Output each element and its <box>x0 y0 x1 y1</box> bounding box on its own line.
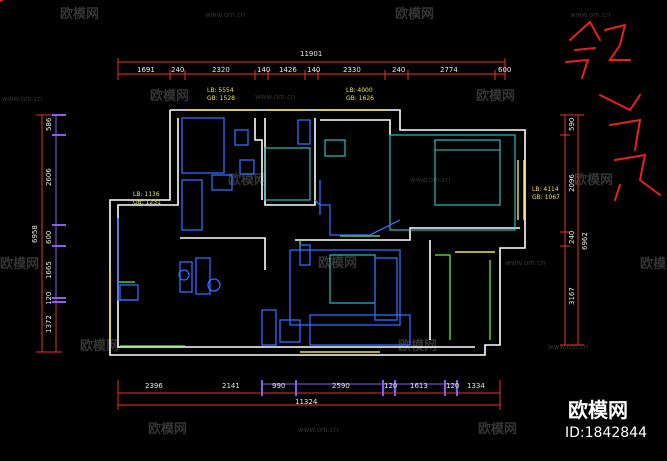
handwritten-annotation: 领资 <box>0 0 661 201</box>
watermark-brand: 欧模网 <box>148 421 187 437</box>
dim-label: 2320 <box>212 66 230 74</box>
dim-label: 140 <box>257 66 270 74</box>
dim-label: 600 <box>45 231 53 244</box>
bottom-total-dimension: 11324 <box>295 398 318 406</box>
room-label-text: LB: 5554 <box>207 87 234 94</box>
right-segment-labels: 590 2096 240 3167 <box>568 118 576 305</box>
room-label-text: GB: 1528 <box>207 95 235 102</box>
dim-label: 2096 <box>568 174 576 192</box>
room-label-text: LB: 4000 <box>346 87 373 94</box>
room-label-4: LB: 4114 GB: 1067 <box>532 186 560 201</box>
dim-label: 1372 <box>45 315 53 333</box>
room-label-text: GB: 1626 <box>346 95 374 102</box>
dim-label: 120 <box>446 382 459 390</box>
watermark-url: www.om.cn <box>2 95 42 103</box>
dim-label: 2330 <box>343 66 361 74</box>
room-label-text: LB: 1136 <box>133 191 160 198</box>
dim-label: 600 <box>498 66 511 74</box>
bottom-dimension-chain <box>117 380 501 410</box>
bottom-segment-labels: 2396 2141 990 2590 120 1613 120 1334 <box>145 382 485 390</box>
wall-outline <box>109 109 526 356</box>
handwriting-text: 领资 <box>0 0 2 1</box>
watermark-brand: 欧模网 <box>478 421 517 437</box>
watermark-brand: 欧模网 <box>395 6 434 22</box>
dim-label: 240 <box>568 231 576 244</box>
watermark-brand: 欧模网 <box>228 172 267 188</box>
cyan-fixtures <box>264 134 516 304</box>
right-dimension-chain <box>560 114 584 346</box>
green-structures <box>118 235 491 347</box>
watermark-url: www.om.cn <box>255 93 295 101</box>
dim-label: 240 <box>392 66 405 74</box>
site-logo: 欧模网 ID:1842844 <box>565 398 647 441</box>
dim-label: 2141 <box>222 382 240 390</box>
watermark-brand: 欧模网 <box>574 172 613 188</box>
right-total-dimension: 6962 <box>581 232 589 250</box>
dim-label: 990 <box>272 382 285 390</box>
left-segment-labels: 586 2606 600 1665 120 1372 <box>45 117 53 333</box>
logo-text: 欧模网 <box>568 398 628 422</box>
watermark-brand: 欧模网 <box>318 255 357 271</box>
room-label-2: LB: 4000 GB: 1626 <box>346 87 374 102</box>
window-lines <box>109 109 525 353</box>
top-segment-labels: 1691 240 2320 140 1426 140 2330 240 2774… <box>137 66 511 74</box>
dim-label: 1665 <box>45 261 53 279</box>
dim-label: 2590 <box>332 382 350 390</box>
dim-label: 2396 <box>145 382 163 390</box>
left-dimension-ticks <box>52 114 66 303</box>
room-label-3: LB: 1136 GB: 1231 <box>133 191 161 206</box>
room-label-1: LB: 5554 GB: 1528 <box>207 87 235 102</box>
watermark-brand: 欧模网 <box>60 6 99 22</box>
watermark-url: www.om.cn <box>410 176 450 184</box>
watermark-url: www.om.cn <box>570 11 610 19</box>
dim-label: 2774 <box>440 66 458 74</box>
dim-label: 140 <box>307 66 320 74</box>
watermark-url: www.om.cn <box>548 343 588 351</box>
room-label-text: LB: 4114 <box>532 186 559 193</box>
watermark-brand: 欧模网 <box>150 88 189 104</box>
watermark-brand: 欧模网 <box>398 338 437 354</box>
logo-id: ID:1842844 <box>565 425 647 441</box>
dim-label: 1426 <box>279 66 297 74</box>
dim-label: 590 <box>568 118 576 131</box>
dim-label: 1691 <box>137 66 155 74</box>
watermark-brand: 欧模网 <box>80 338 119 354</box>
watermark-brand: 欧模网 <box>640 256 667 272</box>
bottom-dimension-ticks <box>261 380 458 396</box>
dim-label: 1613 <box>410 382 428 390</box>
top-dimension-chain <box>117 58 506 80</box>
watermark-brand: 欧模网 <box>476 88 515 104</box>
blue-furniture <box>117 117 411 346</box>
dim-label: 3167 <box>568 287 576 305</box>
dim-label: 120 <box>45 292 53 305</box>
watermark-layer: 欧模网 www.om.cn 欧模网 www.om.cn www.om.cn 欧模… <box>0 6 667 437</box>
top-total-dimension: 11901 <box>300 50 322 58</box>
dim-label: 586 <box>45 117 53 131</box>
dim-label: 120 <box>384 382 397 390</box>
dim-label: 1334 <box>467 382 485 390</box>
room-label-text: GB: 1067 <box>532 194 560 201</box>
watermark-brand: 欧模网 <box>0 256 39 272</box>
dim-label: 2606 <box>45 168 53 186</box>
room-label-text: GB: 1231 <box>133 199 161 206</box>
dim-label: 240 <box>171 66 184 74</box>
watermark-url: www.om.cn <box>505 259 545 267</box>
watermark-url: www.om.cn <box>205 11 245 19</box>
left-total-dimension: 6958 <box>31 225 39 243</box>
watermark-url: www.om.cn <box>298 426 338 434</box>
